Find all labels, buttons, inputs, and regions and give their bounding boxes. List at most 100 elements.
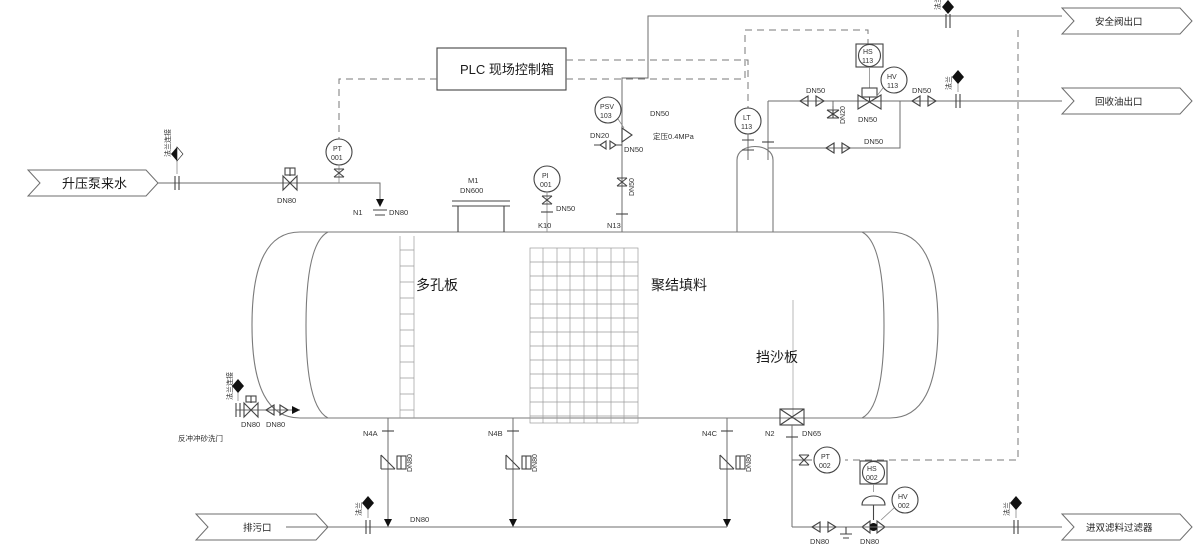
nozzle-tag-n2: N2 [765,429,775,438]
outlet-label-safety-valve: 安全阀出口 [1095,16,1143,28]
outlet-label-recovered-oil: 回收油出口 [1095,96,1143,108]
pt-002-tag: PT [821,454,831,461]
nozzle-tag-n4b: N4B [488,429,503,438]
inlet-gate-valve[interactable] [282,167,298,192]
outlet-safety-valve[interactable] [1060,7,1193,35]
product-outlet-valve[interactable] [810,521,838,533]
hv-002-size: DN80 [860,537,879,546]
nozzle-tag-k10: K10 [538,221,551,230]
outlet-label-blowdown: 排污口 [243,522,272,534]
nozzle-tag-n4a: N4A [363,429,378,438]
nozzle-tag-n1: N1 [353,208,363,217]
pressure-indicator-001[interactable]: PI 001 [533,165,561,193]
manway-size: DN600 [460,186,483,195]
level-transmitter-113[interactable]: LT 113 [734,107,762,135]
hand-switch-002[interactable]: HS 002 [859,460,888,492]
oil-header-flange [952,70,964,108]
pt002-root-valve[interactable] [798,454,810,466]
backflush-flange [232,379,244,417]
pt-001-num: 001 [331,155,343,162]
k10-valve[interactable] [541,195,553,205]
inlet-label-booster-pump-water: 升压泵来水 [62,176,127,191]
blowdown-flange-note: 法兰 [354,502,363,516]
coalescing-packing-grid [529,247,639,424]
hs-002-tag: HS [867,466,877,473]
nozzle-size-n2: DN65 [802,429,821,438]
psv-set-pressure-note: 定压0.4MPa [653,131,695,141]
pressure-transmitter-002[interactable]: PT 002 [813,446,841,474]
drain-n4b-size: DN80 [532,454,539,472]
oil-loop-drain-valve-dn20[interactable] [826,101,840,119]
outlet-recovered-oil[interactable] [1060,87,1193,115]
psv-103-tag: PSV [600,104,614,111]
nozzle-n2-box [779,408,805,426]
nozzle-size-n1: DN80 [389,208,408,217]
level-pot-vessel [736,146,774,232]
label-perforated-plate: 多孔板 [416,277,458,293]
drain-n4a [382,418,394,527]
blowdown-header-size: DN80 [410,515,429,524]
n13-valve-size: DN50 [629,178,636,196]
oil-bypass-size: DN50 [864,137,883,146]
drain-n4b [507,418,519,527]
drain-valve-n4c[interactable] [719,454,746,470]
pi-001-num: 001 [540,182,552,189]
inlet-flange-joint [171,146,184,190]
psv-bypass-valve-dn20[interactable] [594,139,622,151]
psv-outlet-header [621,15,1062,122]
backflush-arrow [292,406,300,414]
hand-valve-113[interactable]: HV 113 [857,66,908,110]
plc-control-box[interactable]: PLC 现场控制箱 [436,47,567,91]
oil-valve-left-size: DN50 [806,86,825,95]
lt-113-num: 113 [741,124,752,131]
plc-control-box-label: PLC 现场控制箱 [460,62,554,77]
psv-branch-size: DN50 [624,145,643,154]
outlet-blowdown[interactable] [194,513,329,541]
safety-header-flange [942,0,954,28]
lt-flanges [742,139,754,151]
drain-n4a-size: DN80 [407,454,414,472]
n13-valve[interactable] [616,177,628,187]
inlet-booster-pump-water[interactable] [26,169,159,197]
hand-valve-002[interactable]: HV 002 [861,486,919,535]
product-outlet-drain [840,527,852,539]
hs-113-tag: HS [863,49,873,56]
psv-bypass-size: DN20 [590,131,609,140]
hand-switch-113[interactable]: HS 113 [855,43,884,88]
lt-113-tag: LT [743,115,751,122]
nozzle-tag-n4c: N4C [702,429,718,438]
separator-vessel [251,231,939,419]
backflush-flange-note: 法兰连接 [225,372,234,400]
backflush-ball-valve[interactable] [264,404,290,416]
drain-n4c-size: DN80 [746,454,753,472]
pt-002-num: 002 [819,463,831,470]
safety-relief-valve-103[interactable]: PSV 103 [594,96,633,144]
hv-113-tag: HV [887,74,897,81]
psv-103-num: 103 [600,113,612,120]
pi-001-tag: PI [542,173,549,180]
k10-size: DN50 [556,204,575,213]
outlet-label-dual-media-filter: 进双滤料过滤器 [1086,522,1153,534]
signal-plc-to-hs113 [566,29,869,80]
pressure-transmitter-001[interactable]: PT 001 [325,138,353,183]
psv-inlet-size: DN50 [650,109,669,118]
safety-header-flange-note: 法兰 [933,0,942,10]
signal-plc-to-lt113 [566,59,749,108]
inlet-pipe [158,182,381,204]
inlet-flange-note: 法兰连接 [163,129,172,157]
drain-valve-n4b[interactable] [505,454,532,470]
pt-001-tag: PT [333,146,343,153]
product-outlet-flange [1010,496,1022,534]
oil-line-valve-left[interactable] [798,95,826,107]
outlet-dual-media-filter[interactable] [1060,513,1193,541]
inlet-valve-size: DN80 [277,196,296,205]
drain-n4c [721,418,733,527]
oil-bypass-valve[interactable] [824,142,852,154]
backflush-gate-valve[interactable] [243,395,259,419]
oil-line-valve-right[interactable] [910,95,938,107]
label-sand-baffle: 挡沙板 [756,349,798,365]
product-outlet-flange-note: 法兰 [1002,502,1011,516]
drain-valve-n4a[interactable] [380,454,407,470]
signal-plc-to-pt001 [338,78,437,139]
